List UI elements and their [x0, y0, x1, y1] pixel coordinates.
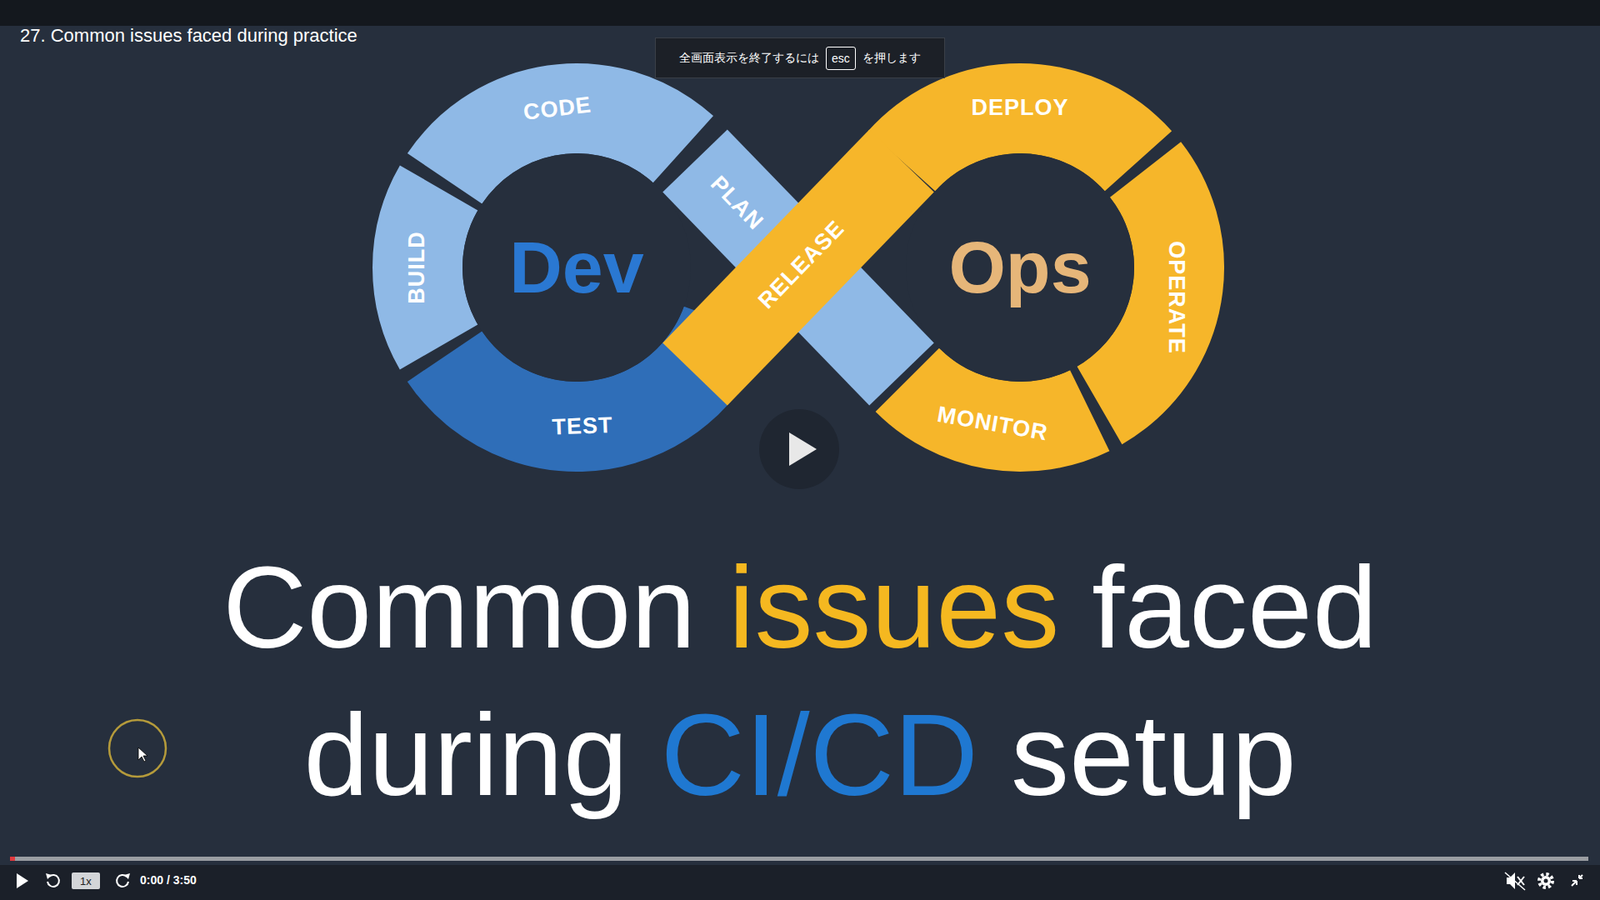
time-display: 0:00 / 3:50	[140, 874, 197, 887]
settings-icon	[1539, 874, 1553, 888]
headline-word: during	[303, 696, 628, 814]
headline-line: Common issues faced	[0, 549, 1600, 666]
node-text: esc	[831, 51, 850, 65]
progress-fill	[10, 856, 15, 861]
deploy-segment	[795, 42, 1245, 492]
rewind-head	[45, 873, 52, 880]
gear-teeth	[1539, 874, 1553, 888]
operate-segment	[796, 44, 1244, 491]
corner-arrow	[1579, 875, 1583, 879]
ops-hole	[905, 153, 1135, 382]
headline-line: during CI/CD setup	[0, 696, 1600, 814]
cursor-arrow	[138, 747, 148, 762]
test-segment	[372, 63, 781, 472]
plan-band	[695, 160, 902, 375]
video-title: 27. Common issues faced during practice	[20, 25, 358, 46]
play-overlay	[759, 409, 840, 490]
headline-word: Common	[222, 549, 696, 666]
headline-word: faced	[1091, 549, 1377, 666]
title-wrap: 27. Common issues faced during practice	[20, 25, 358, 46]
headline-word: setup	[1010, 696, 1296, 814]
stage-label: TEST	[551, 413, 614, 440]
forward-head	[124, 873, 130, 880]
headline-word: issues	[728, 549, 1060, 666]
play-icon	[16, 873, 29, 889]
loop-title: Ops	[948, 227, 1091, 309]
play-circle	[759, 409, 840, 490]
forward-icon	[116, 873, 130, 887]
fullscreen-tooltip: 全画面表示を終了するには を押します esc	[655, 37, 945, 79]
gear-hole	[1544, 879, 1549, 884]
top-bar	[0, 0, 1600, 26]
rewind-icon	[45, 873, 60, 887]
node-text: 1x	[80, 875, 92, 888]
stage-label: DEPLOY	[970, 95, 1069, 121]
progress-track	[10, 856, 1589, 861]
monitor-segment	[807, 55, 1234, 481]
dev-hole	[462, 153, 691, 382]
node-text: を押します	[862, 50, 921, 66]
loop-title: Dev	[509, 227, 644, 309]
stage-label: BUILD	[405, 230, 430, 305]
infinity-loop	[355, 42, 1245, 492]
release-band	[695, 160, 902, 375]
gear-body	[1540, 875, 1551, 886]
exit-fullscreen-icon	[1571, 875, 1583, 886]
code-segment	[355, 46, 798, 489]
mute-slash	[1505, 872, 1525, 890]
mouse-cursor	[109, 720, 166, 777]
headline-word: CI/CD	[660, 696, 979, 814]
cursor-ring	[109, 720, 166, 777]
play-triangle	[789, 432, 817, 466]
node-text: 全画面表示を終了するには	[679, 50, 820, 66]
control-bar	[0, 865, 1600, 900]
mute-icon	[1505, 872, 1525, 890]
speed-button: 1x	[71, 872, 100, 890]
key-badge: esc	[825, 46, 856, 70]
build-segment	[359, 50, 795, 485]
corner-arrow	[1571, 880, 1577, 886]
stage-label: OPERATE	[1163, 240, 1189, 355]
